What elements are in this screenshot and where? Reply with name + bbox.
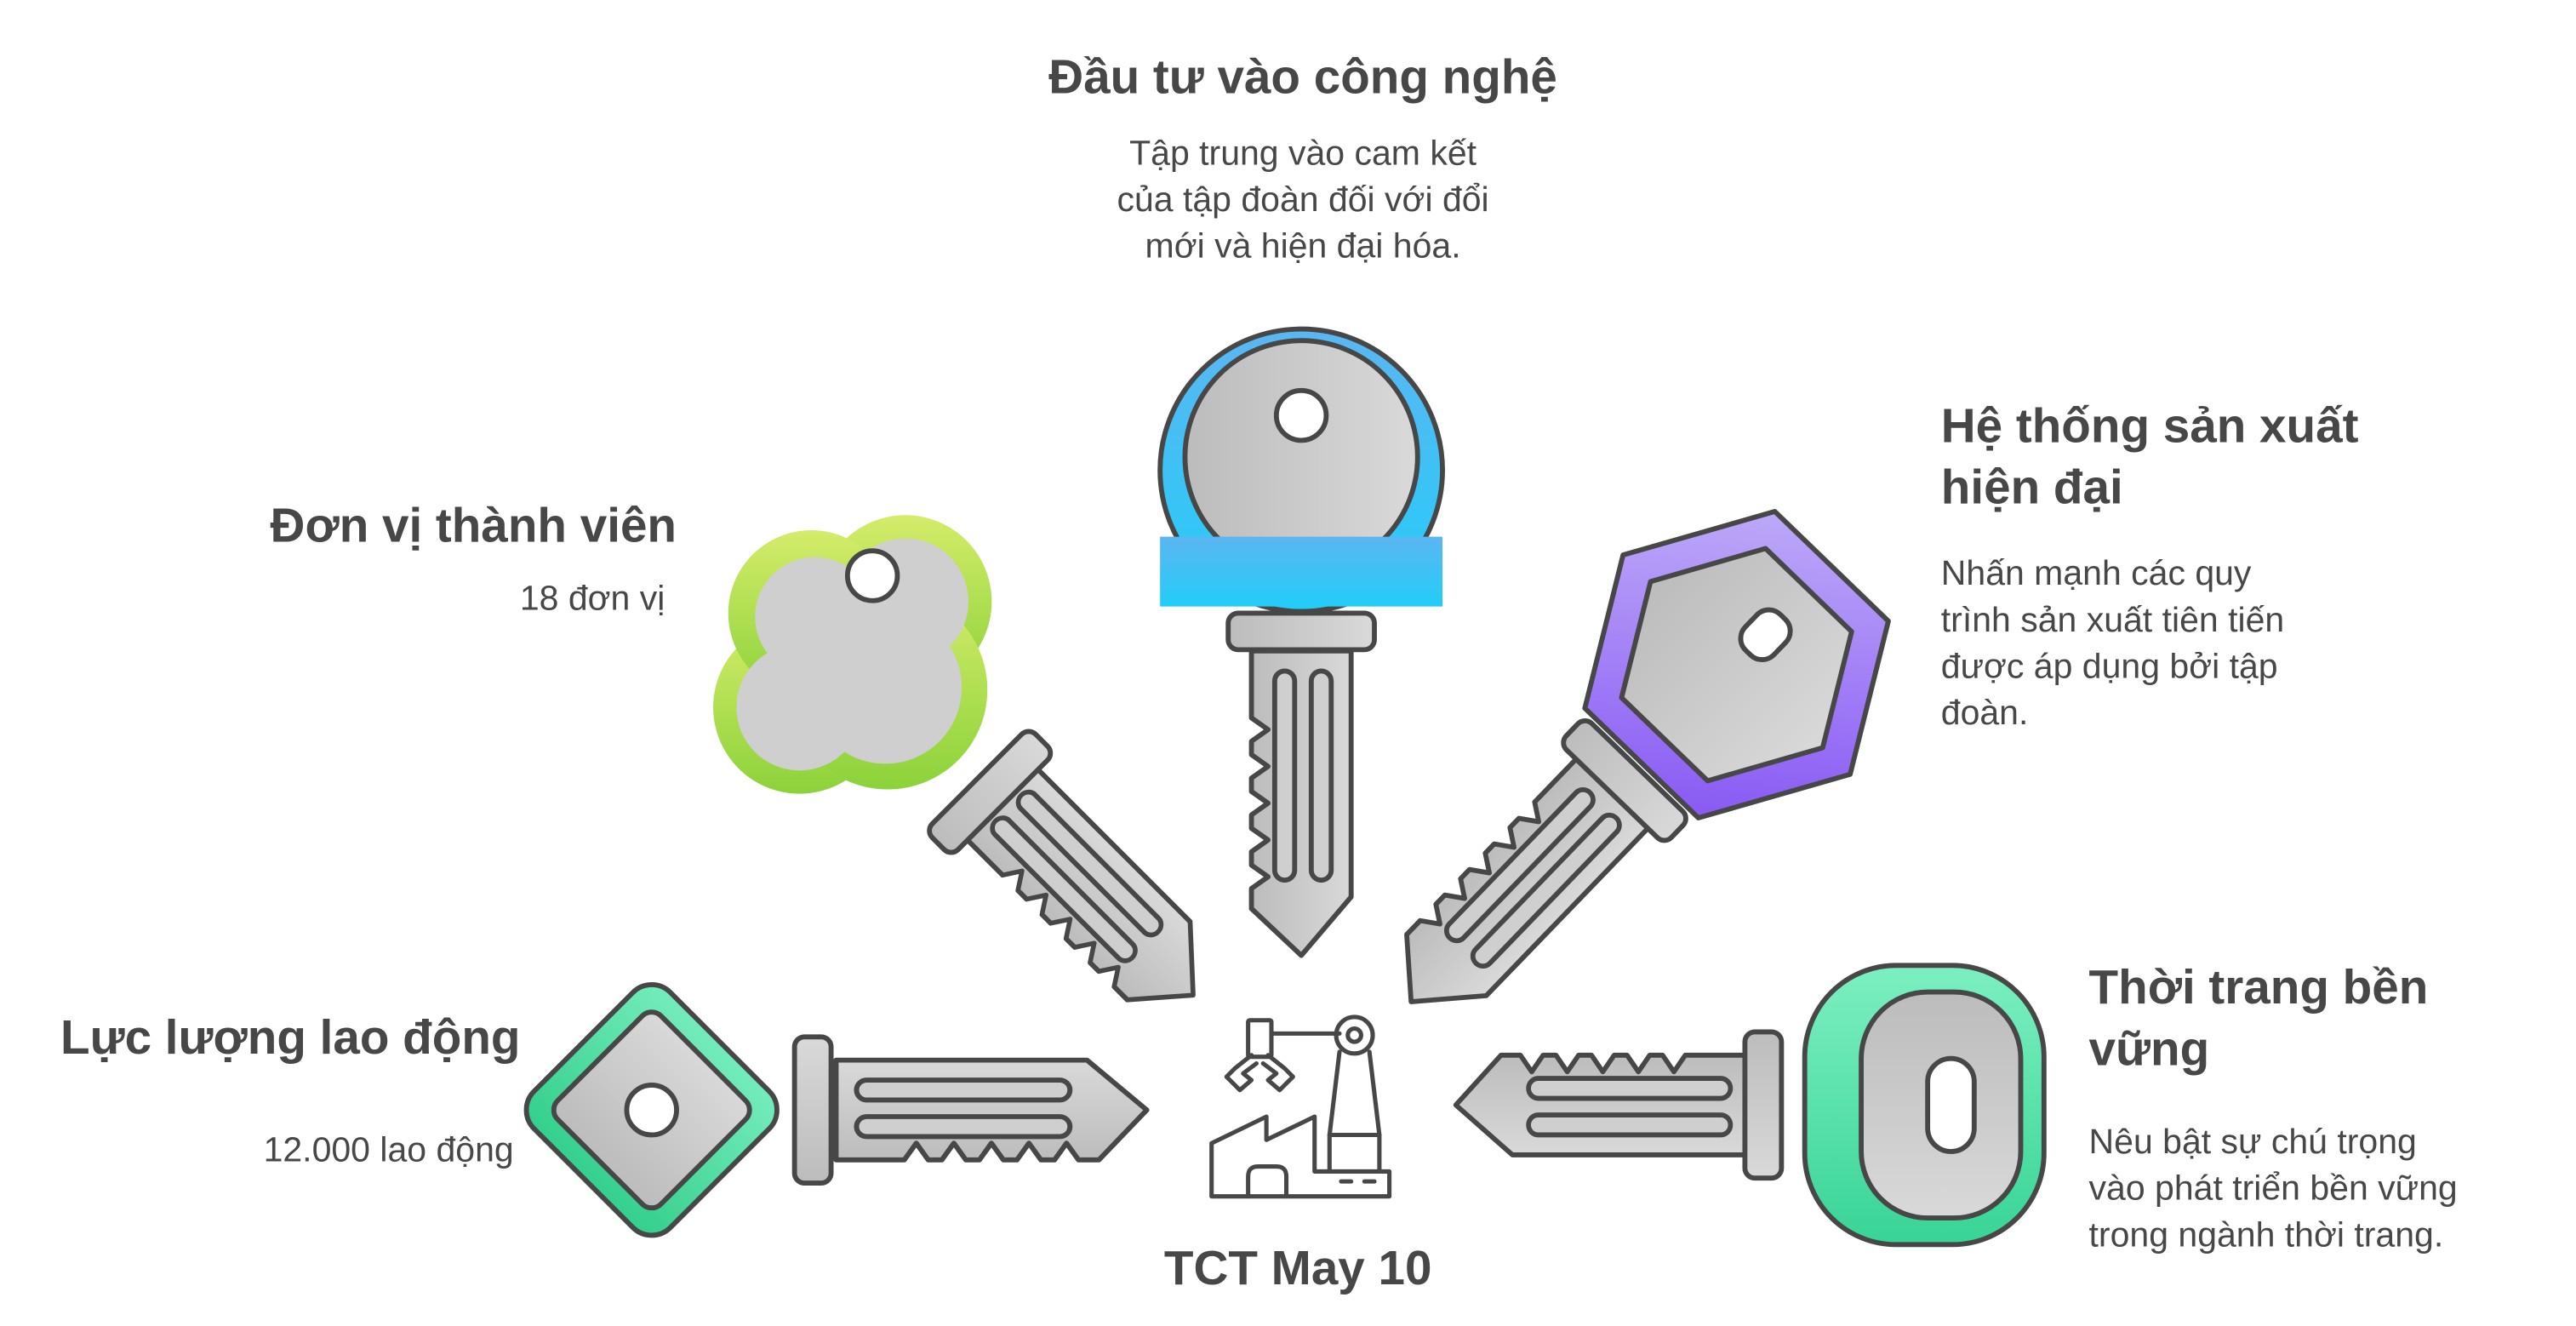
key-production-system xyxy=(1404,509,1891,1004)
key-groove xyxy=(854,1114,1073,1140)
key-shaft xyxy=(1453,1052,1753,1157)
key-groove xyxy=(1526,1076,1734,1101)
key-head-inner xyxy=(755,557,875,677)
item-desc-line: 18 đơn vị xyxy=(520,579,665,618)
key-groove xyxy=(1308,668,1334,883)
item-desc-line: Nêu bật sự chú trọng xyxy=(2089,1122,2417,1161)
key-shaft xyxy=(833,1057,1150,1163)
item-desc-line: Tập trung vào cam kết xyxy=(1129,133,1477,172)
key-blade xyxy=(956,758,1196,1003)
key-shaft xyxy=(956,758,1196,1003)
item-desc-line: của tập đoàn đối với đổi xyxy=(1117,180,1488,219)
item-title: hiện đại xyxy=(1941,460,2123,514)
key-shaft xyxy=(1404,752,1654,1004)
item-desc-line: 12.000 lao động xyxy=(264,1130,514,1169)
key-blade xyxy=(1248,648,1354,958)
key-blade xyxy=(1453,1052,1753,1157)
factory-robot-arm-icon xyxy=(1209,1015,1392,1199)
key-groove xyxy=(1015,789,1164,938)
key-shaft xyxy=(1248,648,1354,958)
item-title: vững xyxy=(2089,1021,2210,1075)
key-head-inner xyxy=(1619,546,1854,784)
key-head-inner xyxy=(808,610,962,764)
key-groove xyxy=(990,815,1138,963)
item-title: Hệ thống sản xuất xyxy=(1941,398,2359,452)
item-title: Đơn vị thành viên xyxy=(271,498,677,552)
key-hole xyxy=(1273,387,1329,443)
item-member-units: Đơn vị thành viên 18 đơn vị xyxy=(271,498,677,617)
key-sustainable-fashion xyxy=(1453,963,2047,1248)
item-title: Thời trang bền xyxy=(2089,960,2429,1014)
item-desc-line: trình sản xuất tiên tiến xyxy=(1941,600,2284,639)
key-workforce xyxy=(523,982,1150,1238)
item-title: Lực lượng lao động xyxy=(60,1010,520,1064)
key-groove xyxy=(1526,1112,1734,1138)
item-desc-line: đoàn. xyxy=(1941,693,2029,732)
key-groove xyxy=(1271,668,1298,883)
key-head-circle xyxy=(1157,326,1445,614)
key-head-band xyxy=(1160,536,1443,607)
keys-group xyxy=(523,326,2047,1248)
key-member-units xyxy=(713,515,1196,1003)
key-blade xyxy=(1404,752,1654,1004)
key-hole xyxy=(1738,607,1793,663)
key-collar xyxy=(1561,717,1688,843)
item-workforce: Lực lượng lao động 12.000 lao động xyxy=(60,1010,520,1169)
key-technology xyxy=(1157,326,1445,958)
key-blade xyxy=(833,1057,1150,1163)
key-hole xyxy=(624,1082,679,1138)
key-collar xyxy=(1225,610,1377,653)
item-sustainable-fashion: Thời trang bền vững Nêu bật sự chú trọng… xyxy=(2089,960,2458,1254)
key-head-cloud xyxy=(713,515,992,794)
item-desc-line: vào phát triển bền vững xyxy=(2089,1169,2458,1208)
key-hole xyxy=(844,548,900,603)
key-groove xyxy=(1443,787,1596,944)
item-technology: Đầu tư vào công nghệ Tập trung vào cam k… xyxy=(1048,49,1557,265)
center-label: TCT May 10 xyxy=(1164,1241,1432,1295)
key-groove xyxy=(1470,812,1622,969)
item-title: Đầu tư vào công nghệ xyxy=(1048,49,1557,103)
key-hole xyxy=(1925,1055,1977,1154)
item-desc-line: mới và hiện đại hóa. xyxy=(1145,226,1461,266)
key-head-diamond xyxy=(523,982,780,1238)
key-collar xyxy=(791,1034,834,1186)
item-desc-line: được áp dụng bởi tập xyxy=(1941,647,2278,686)
item-production-system: Hệ thống sản xuất hiện đại Nhấn mạnh các… xyxy=(1941,398,2359,732)
key-collar xyxy=(1742,1029,1785,1181)
key-collar xyxy=(927,729,1054,855)
item-desc-line: Nhấn mạnh các quy xyxy=(1941,553,2252,592)
key-head-hex xyxy=(1582,509,1891,820)
item-desc-line: trong ngành thời trang. xyxy=(2089,1215,2444,1254)
key-head-rrect xyxy=(1802,963,2047,1248)
key-groove xyxy=(854,1077,1073,1103)
